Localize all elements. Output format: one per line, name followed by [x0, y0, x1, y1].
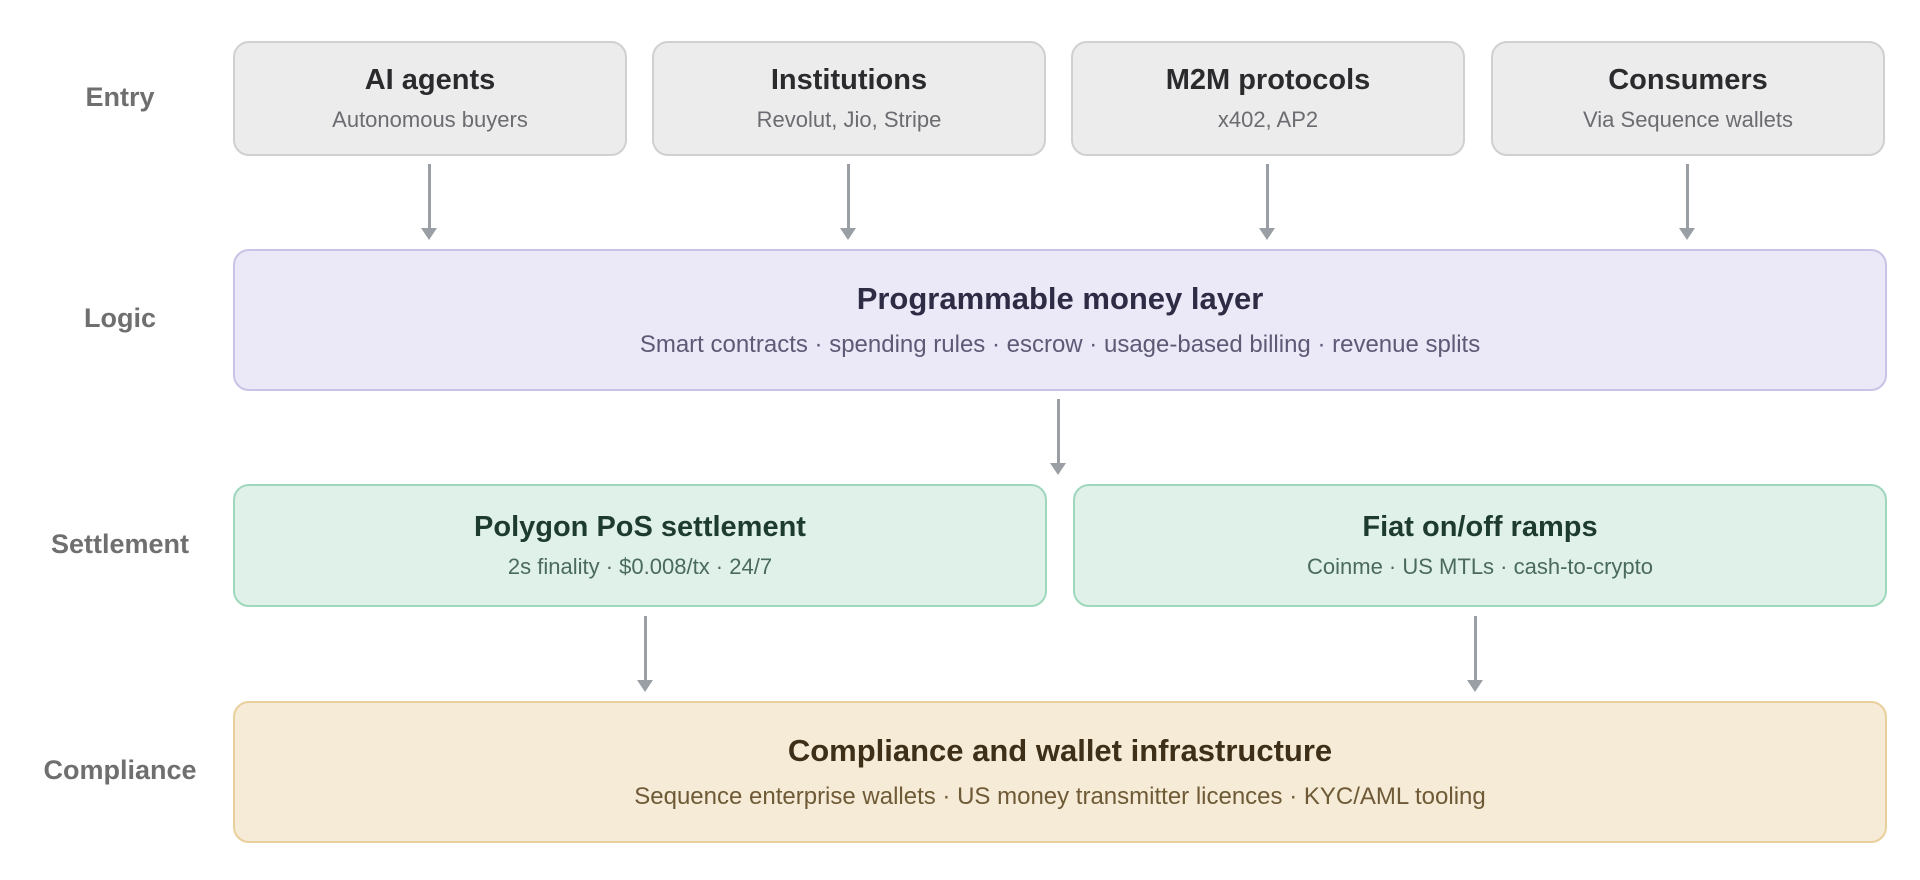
box-subtitle: Coinme · US MTLs · cash-to-crypto [1307, 554, 1653, 579]
arrow-down-icon [840, 164, 858, 240]
entry-box-m2m-protocols: M2M protocols x402, AP2 [1071, 41, 1465, 156]
box-title: M2M protocols [1165, 64, 1371, 96]
box-title: Consumers [1608, 64, 1768, 96]
box-subtitle: Sequence enterprise wallets · US money t… [634, 783, 1486, 810]
row-label-entry: Entry [85, 82, 155, 112]
arrow-down-icon [1259, 164, 1277, 240]
box-title: Fiat on/off ramps [1362, 511, 1598, 543]
box-subtitle: Autonomous buyers [332, 107, 528, 132]
box-title: AI agents [364, 64, 496, 96]
box-title: Polygon PoS settlement [474, 511, 806, 543]
arrow-down-icon [637, 616, 655, 692]
box-subtitle: Smart contracts · spending rules · escro… [639, 331, 1481, 358]
arrow-down-icon [1050, 399, 1068, 475]
row-label-logic: Logic [84, 303, 156, 333]
entry-box-consumers: Consumers Via Sequence wallets [1491, 41, 1885, 156]
box-title: Institutions [770, 64, 928, 96]
arrow-down-icon [1467, 616, 1485, 692]
row-label-compliance: Compliance [43, 755, 197, 785]
settlement-box-fiat-ramps: Fiat on/off ramps Coinme · US MTLs · cas… [1073, 484, 1887, 607]
settlement-box-polygon: Polygon PoS settlement 2s finality · $0.… [233, 484, 1047, 607]
box-title: Programmable money layer [856, 281, 1264, 316]
box-subtitle: 2s finality · $0.008/tx · 24/7 [507, 554, 773, 579]
box-subtitle: Revolut, Jio, Stripe [756, 107, 942, 132]
box-title: Compliance and wallet infrastructure [787, 733, 1333, 768]
entry-box-institutions: Institutions Revolut, Jio, Stripe [652, 41, 1046, 156]
arrow-down-icon [421, 164, 439, 240]
compliance-box-wallet-infrastructure: Compliance and wallet infrastructure Seq… [233, 701, 1887, 843]
logic-box-programmable-money: Programmable money layer Smart contracts… [233, 249, 1887, 391]
arrow-down-icon [1679, 164, 1697, 240]
box-subtitle: x402, AP2 [1217, 107, 1319, 132]
entry-box-ai-agents: AI agents Autonomous buyers [233, 41, 627, 156]
box-subtitle: Via Sequence wallets [1583, 107, 1793, 132]
row-label-settlement: Settlement [50, 529, 190, 559]
